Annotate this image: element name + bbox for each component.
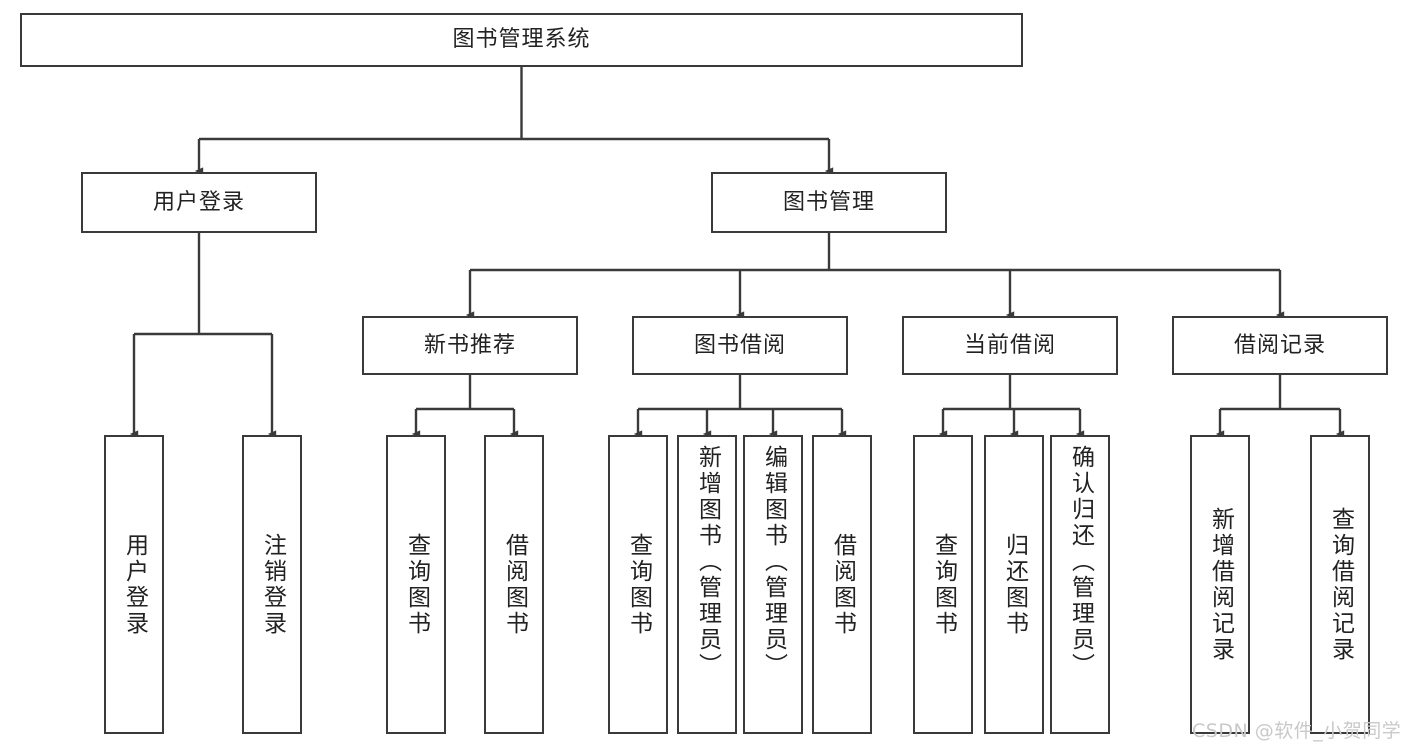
node-leaf-borrow-book-1[interactable]: 借阅图书 <box>484 435 544 734</box>
node-borrow-record[interactable]: 借阅记录 <box>1172 316 1388 375</box>
node-label: 查询借阅记录 <box>1327 506 1354 663</box>
node-label: 归还图书 <box>1001 532 1028 637</box>
node-leaf-edit-book[interactable]: 编辑图书（管理员） <box>743 435 803 734</box>
node-leaf-add-book[interactable]: 新增图书（管理员） <box>677 435 737 734</box>
node-root[interactable]: 图书管理系统 <box>20 13 1023 67</box>
node-label: 查询图书 <box>930 532 957 637</box>
node-leaf-query-book-2[interactable]: 查询图书 <box>608 435 668 734</box>
node-label: 注销登录 <box>259 532 286 637</box>
node-label: 图书借阅 <box>693 332 786 358</box>
node-label: 新书推荐 <box>423 332 516 358</box>
node-label: 借阅图书 <box>829 532 856 637</box>
csdn-watermark: CSDN @软件_小贺同学 <box>1192 720 1402 742</box>
node-user-login[interactable]: 用户登录 <box>81 172 317 233</box>
node-new-book-rec[interactable]: 新书推荐 <box>362 316 578 375</box>
node-leaf-user-logout[interactable]: 注销登录 <box>242 435 302 734</box>
node-label: 当前借阅 <box>963 332 1056 358</box>
node-label: 借阅记录 <box>1233 332 1326 358</box>
node-leaf-query-book-1[interactable]: 查询图书 <box>386 435 446 734</box>
node-label: 新增图书（管理员） <box>694 445 721 679</box>
node-leaf-query-record[interactable]: 查询借阅记录 <box>1310 435 1370 734</box>
node-label: 查询图书 <box>625 532 652 637</box>
node-label: 确认归还（管理员） <box>1067 445 1094 679</box>
node-label: 用户登录 <box>152 189 245 215</box>
node-leaf-add-record[interactable]: 新增借阅记录 <box>1190 435 1250 734</box>
edges <box>129 67 1345 438</box>
node-leaf-return-book[interactable]: 归还图书 <box>984 435 1044 734</box>
node-label: 借阅图书 <box>501 532 528 637</box>
node-label: 新增借阅记录 <box>1207 506 1234 663</box>
node-label: 图书管理系统 <box>452 27 591 52</box>
node-leaf-borrow-book-2[interactable]: 借阅图书 <box>812 435 872 734</box>
node-label: 查询图书 <box>403 532 430 637</box>
node-label: 编辑图书（管理员） <box>760 445 787 679</box>
node-book-manage[interactable]: 图书管理 <box>711 172 947 233</box>
node-leaf-confirm-return[interactable]: 确认归还（管理员） <box>1050 435 1110 734</box>
node-label: 图书管理 <box>782 189 875 215</box>
node-leaf-user-login[interactable]: 用户登录 <box>104 435 164 734</box>
node-current-borrow[interactable]: 当前借阅 <box>902 316 1118 375</box>
node-book-borrow[interactable]: 图书借阅 <box>632 316 848 375</box>
node-leaf-query-book-3[interactable]: 查询图书 <box>913 435 973 734</box>
node-label: 用户登录 <box>121 532 148 637</box>
